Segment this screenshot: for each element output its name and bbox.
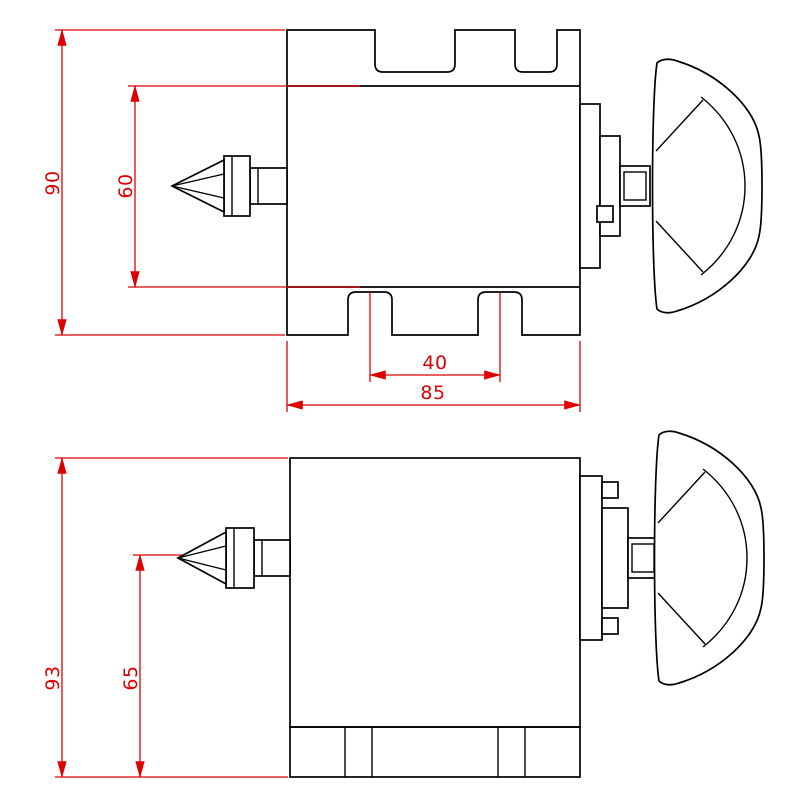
base-plate xyxy=(289,726,581,778)
front-view-handwheel-assembly xyxy=(579,430,765,686)
front-view-spindle xyxy=(176,527,291,589)
dim-text-90: 90 xyxy=(42,170,64,195)
dim-text-93: 93 xyxy=(42,665,64,690)
body-block xyxy=(289,457,581,728)
dim-text-85: 85 xyxy=(420,382,445,404)
lock-screw xyxy=(596,205,614,223)
bearing-neck xyxy=(601,507,629,609)
front-view: 93 65 xyxy=(42,430,765,779)
cone-edge-lower xyxy=(177,557,227,571)
cone-edge-upper xyxy=(171,173,225,187)
dim-slot-spacing: 40 xyxy=(368,292,502,382)
cone-edge-upper xyxy=(177,545,227,559)
spindle-shaft xyxy=(249,167,288,205)
body-outline xyxy=(286,29,581,336)
plate-tab-top xyxy=(601,481,619,499)
dim-overall-height-top: 90 xyxy=(42,28,285,337)
front-view-dimensions: 93 65 xyxy=(42,456,288,779)
plate-tab-bottom xyxy=(601,617,619,635)
handwheel xyxy=(653,430,765,686)
dim-overall-width: 85 xyxy=(285,341,582,412)
spindle-collar xyxy=(225,527,255,589)
dim-text-60: 60 xyxy=(115,173,137,198)
dim-text-65: 65 xyxy=(120,665,142,690)
dim-body-height-top: 60 xyxy=(115,84,360,289)
top-view-spindle xyxy=(170,155,288,217)
dim-center-height: 65 xyxy=(120,553,182,779)
center-cone xyxy=(176,530,227,586)
spindle-collar xyxy=(223,155,251,217)
front-view-body xyxy=(289,457,581,778)
cone-edge-lower xyxy=(171,185,225,199)
mount-plate xyxy=(579,103,601,269)
top-view-body xyxy=(286,29,581,336)
top-view-handwheel-assembly xyxy=(579,58,763,314)
top-view-dimensions: 90 60 40 85 xyxy=(42,28,582,412)
hub-inner xyxy=(623,171,647,201)
spindle-shaft xyxy=(253,539,291,577)
handwheel xyxy=(651,58,763,314)
dim-overall-height-front: 93 xyxy=(42,456,288,779)
dim-text-40: 40 xyxy=(422,352,447,374)
mount-plate xyxy=(579,475,603,641)
center-cone xyxy=(170,158,225,214)
top-view: 90 60 40 85 xyxy=(42,28,763,412)
